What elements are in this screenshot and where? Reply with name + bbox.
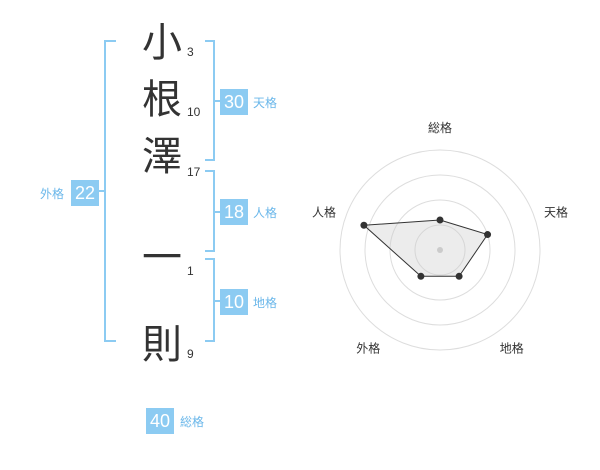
tenkaku-tick	[213, 100, 221, 102]
surname-strokes-2: 10	[187, 105, 201, 119]
radar-axis-label-1: 総格	[428, 120, 452, 135]
given-strokes-1: 1	[187, 264, 194, 278]
tenkaku-value-badge: 30	[220, 89, 248, 115]
given-strokes-2: 9	[187, 347, 194, 361]
soukaku-label: 総格	[180, 415, 205, 429]
surname-char-3: 澤	[142, 134, 182, 180]
radar-axis-label-3: 地格	[500, 341, 524, 356]
given-char-2: 則	[142, 322, 182, 368]
radar-point-2	[484, 231, 492, 239]
chikaku-tick	[213, 300, 221, 302]
surname-char-2: 根	[142, 77, 182, 123]
radar-point-1	[436, 216, 444, 224]
radar-series-polygon	[362, 219, 489, 277]
radar-axis-label-4: 外格	[356, 341, 380, 356]
radar-center-dot	[437, 247, 443, 253]
gaikaku-tick	[98, 190, 106, 192]
radar-grid-ring	[389, 199, 491, 301]
radar-point-5	[360, 221, 368, 229]
gaikaku-value-badge: 22	[71, 180, 99, 206]
surname-char-1: 小	[142, 20, 182, 66]
gaikaku-label: 外格	[40, 187, 65, 201]
surname-strokes-1: 3	[187, 45, 194, 59]
jinkaku-label: 人格	[253, 206, 278, 220]
soukaku-value-badge: 40	[146, 408, 174, 434]
radar-point-3	[455, 272, 463, 280]
jinkaku-tick	[213, 211, 221, 213]
given-char-1: 一	[142, 235, 182, 281]
tenkaku-label: 天格	[253, 96, 278, 110]
radar-grid-ring	[414, 224, 466, 276]
radar-axis-label-5: 人格	[312, 204, 336, 219]
chikaku-value-badge: 10	[220, 289, 248, 315]
surname-strokes-3: 17	[187, 165, 201, 179]
radar-point-4	[417, 272, 425, 280]
chikaku-label: 地格	[253, 296, 278, 310]
jinkaku-value-badge: 18	[220, 199, 248, 225]
radar-grid-ring	[339, 149, 541, 351]
radar-axis-label-2: 天格	[544, 204, 568, 219]
radar-grid-ring	[364, 174, 516, 326]
